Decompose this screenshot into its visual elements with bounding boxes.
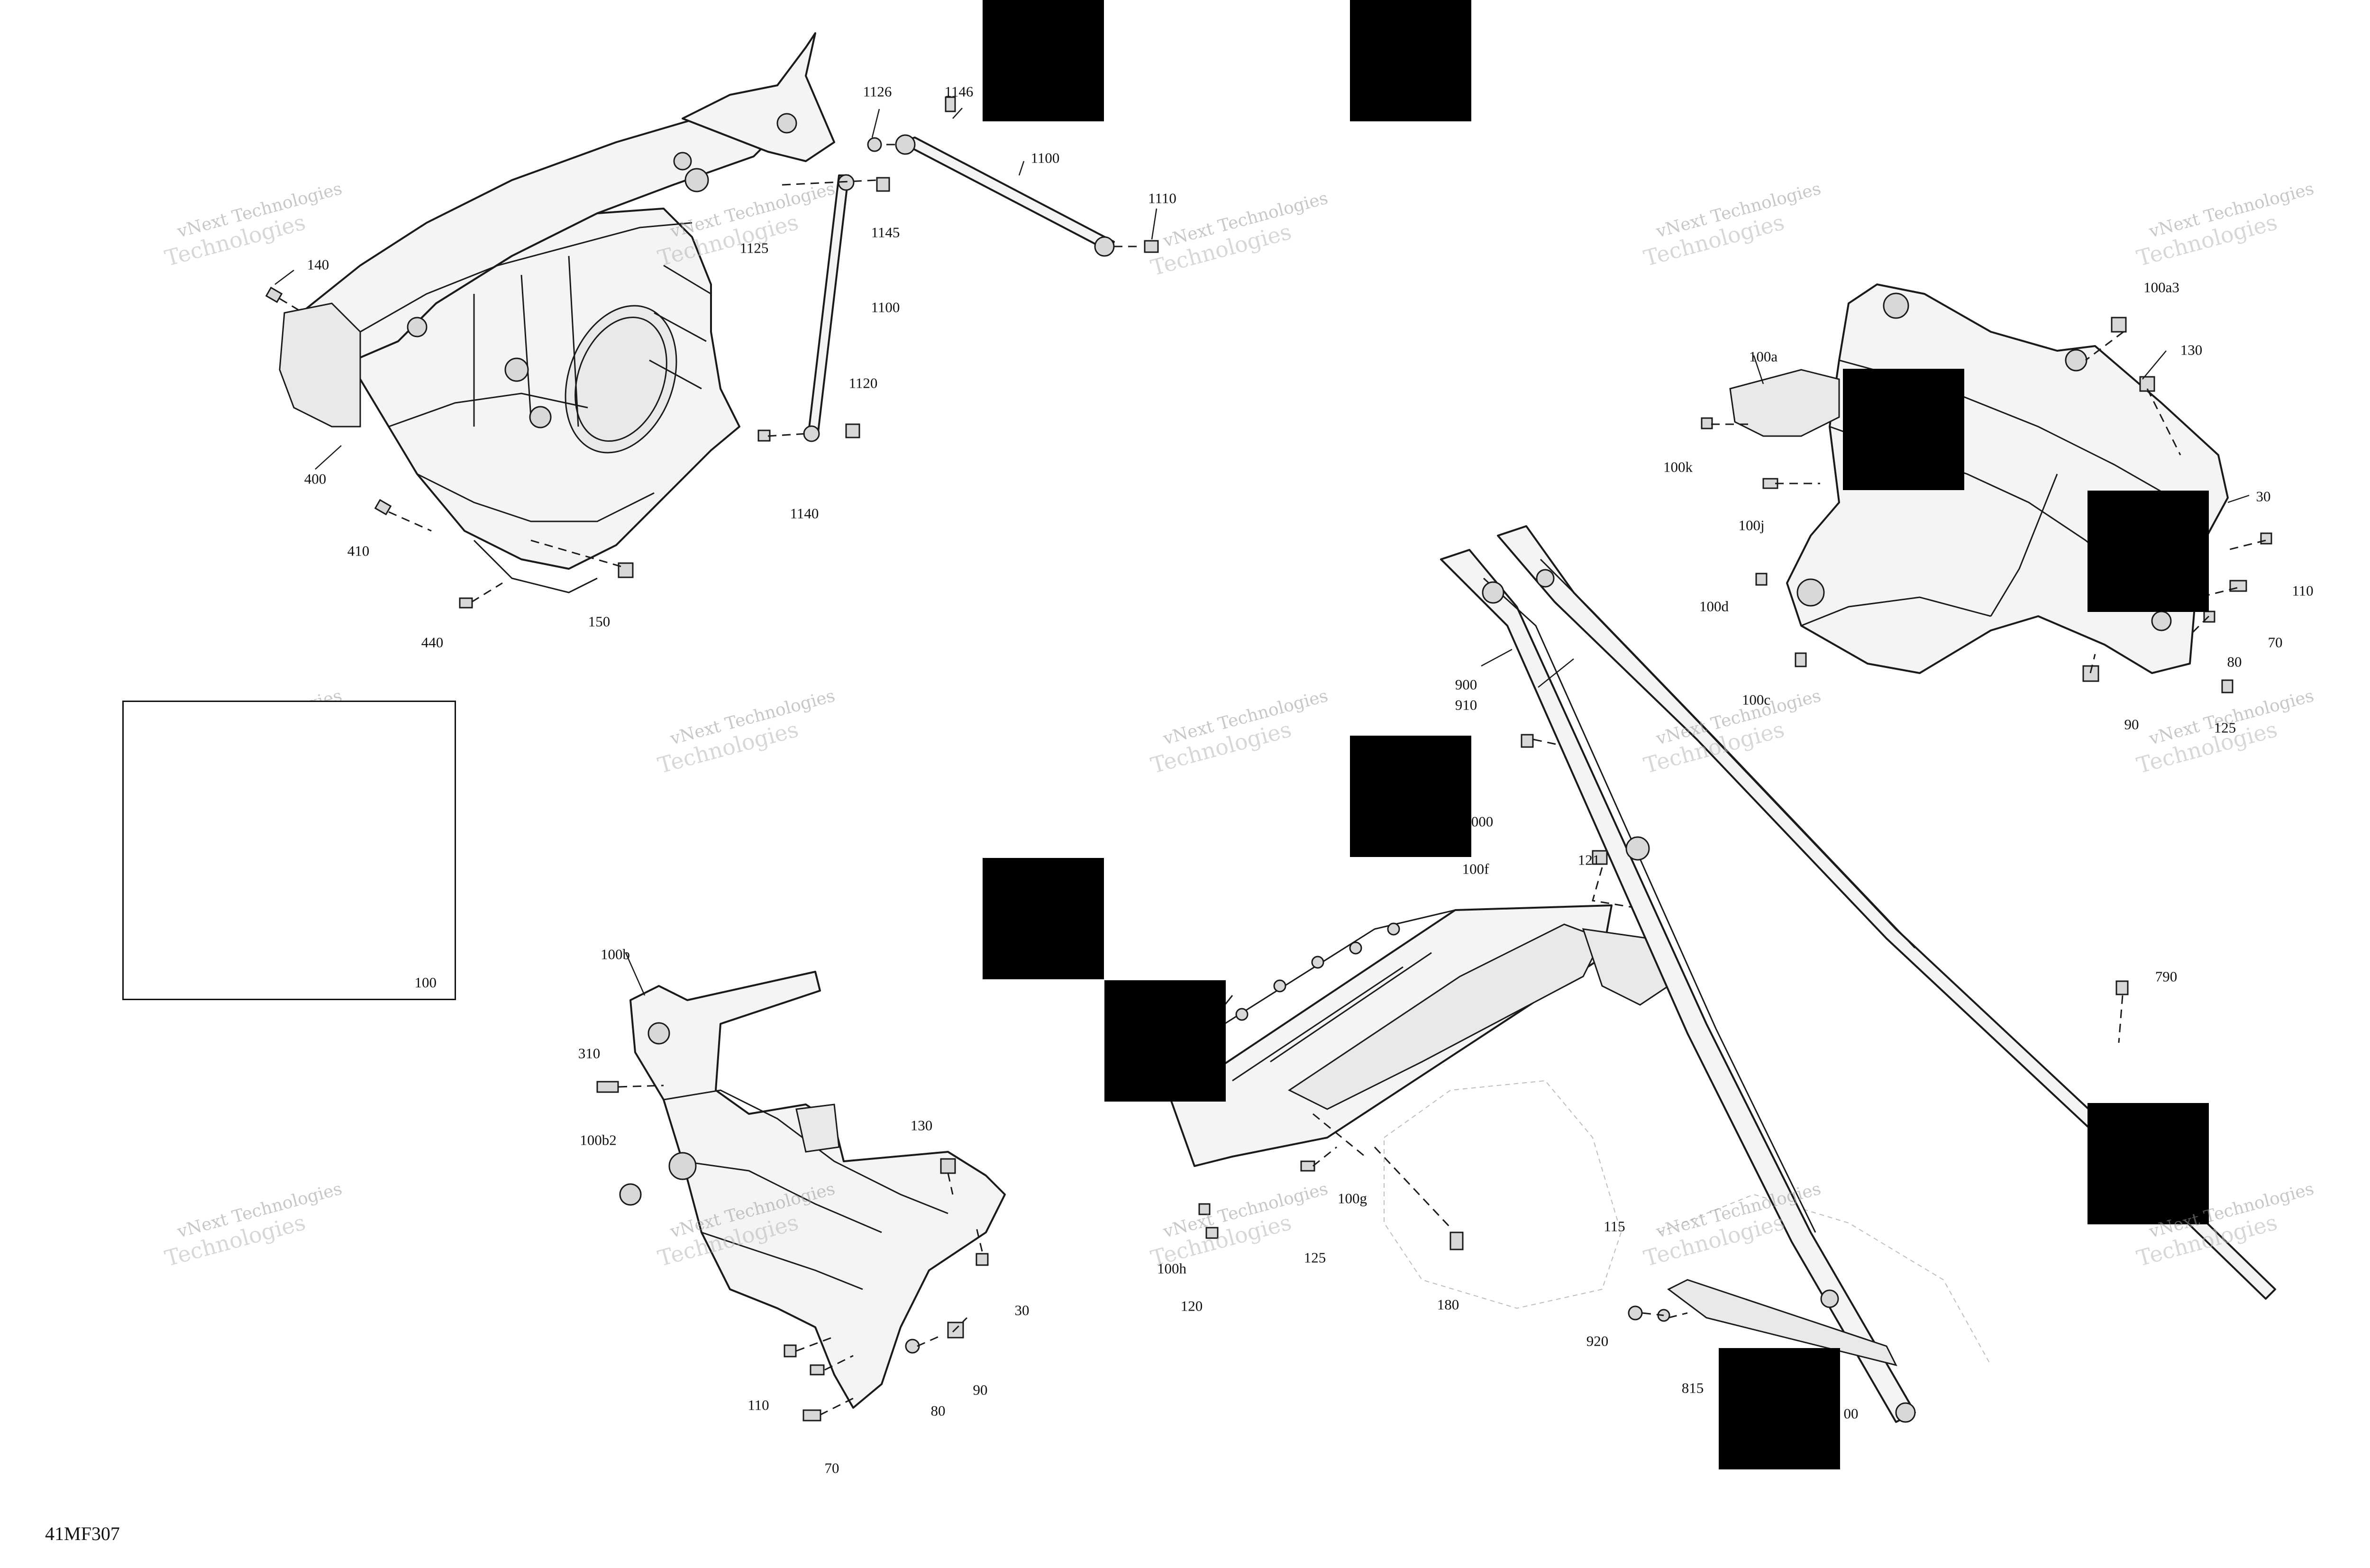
callout-1146: 1146 [944, 83, 974, 100]
callout-110-bottom: 110 [747, 1396, 769, 1413]
callout-000-partial: 000 [1471, 813, 1494, 830]
callout-70-bottom: 70 [824, 1459, 839, 1477]
callout-100h: 100h [1157, 1260, 1186, 1277]
callout-1100-lower: 1100 [871, 299, 900, 316]
callout-1145: 1145 [871, 224, 900, 241]
inset-view-frame: 100 [122, 701, 456, 1000]
callout-90-bottom: 90 [973, 1381, 988, 1398]
callout-920: 920 [1586, 1332, 1609, 1349]
callout-30-bottom: 30 [1014, 1302, 1030, 1319]
callout-100d: 100d [1699, 598, 1729, 615]
redaction-block [1843, 369, 1964, 490]
callout-120: 120 [1180, 1297, 1203, 1314]
redaction-block [1104, 980, 1226, 1102]
callout-100c: 100c [1741, 691, 1771, 708]
callout-00-partial: 00 [1843, 1405, 1859, 1422]
callout-130-right: 130 [2180, 341, 2203, 358]
redaction-block [1719, 1348, 1840, 1469]
callout-1110: 1110 [1148, 190, 1176, 207]
callout-100b: 100b [601, 946, 630, 963]
callout-30-right: 30 [2256, 488, 2271, 505]
callout-1100-upper: 1100 [1030, 149, 1060, 166]
fastener-410 [374, 499, 432, 532]
redaction-block [2087, 1103, 2209, 1224]
redaction-block [2087, 491, 2209, 612]
redaction-block [1350, 736, 1471, 857]
fastener-140 [265, 286, 304, 314]
callout-440: 440 [421, 634, 444, 651]
callout-180: 180 [1437, 1296, 1459, 1313]
callout-100j: 100j [1738, 517, 1765, 534]
callout-100f: 100f [1462, 860, 1489, 877]
callout-110-right: 110 [2292, 582, 2314, 599]
floor-pan-assembly [1170, 734, 2129, 1366]
strut-rod-1100-lower [803, 174, 855, 442]
callout-1125: 1125 [739, 239, 769, 256]
callout-115: 115 [1604, 1218, 1625, 1235]
bracket-100b-assembly [596, 971, 1006, 1422]
callout-130-bottom: 130 [910, 1117, 933, 1134]
leader-lines [274, 108, 2250, 996]
callout-100g: 100g [1338, 1190, 1367, 1207]
callout-125-right: 125 [2214, 719, 2236, 736]
redaction-block [983, 858, 1104, 979]
callout-140: 140 [307, 256, 329, 273]
redaction-block [1350, 0, 1471, 121]
callout-815: 815 [1681, 1379, 1704, 1396]
callout-125: 125 [1304, 1249, 1326, 1266]
callout-1140: 1140 [790, 505, 819, 522]
redaction-block [983, 0, 1104, 121]
callout-80-right: 80 [2227, 653, 2242, 670]
callout-910: 910 [1455, 696, 1477, 713]
callout-150: 150 [588, 613, 611, 630]
callout-1126: 1126 [863, 83, 892, 100]
side-rail-assembly [1440, 525, 2276, 1423]
callout-400: 400 [304, 470, 327, 487]
upper-frame-assembly [265, 32, 1159, 609]
callout-100a: 100a [1749, 348, 1778, 365]
callout-790: 790 [2155, 968, 2178, 985]
callout-90-right: 90 [2124, 716, 2139, 733]
callout-900: 900 [1455, 676, 1477, 693]
drawing-id: 41MF307 [45, 1523, 120, 1544]
fastener-440 [459, 582, 503, 609]
callout-80-bottom: 80 [930, 1402, 946, 1419]
callout-100a3: 100a3 [2143, 279, 2179, 296]
strut-rod-1100-upper [895, 134, 1115, 257]
callout-310: 310 [578, 1045, 601, 1062]
callout-410: 410 [347, 542, 370, 559]
callout-1120: 1120 [848, 374, 878, 392]
inset-label: 100 [414, 974, 437, 991]
callout-100k: 100k [1663, 458, 1693, 475]
nut-150 [530, 539, 634, 578]
callout-100b2: 100b2 [580, 1131, 617, 1149]
callout-121: 121 [1577, 851, 1600, 868]
callout-70-right: 70 [2268, 634, 2283, 651]
